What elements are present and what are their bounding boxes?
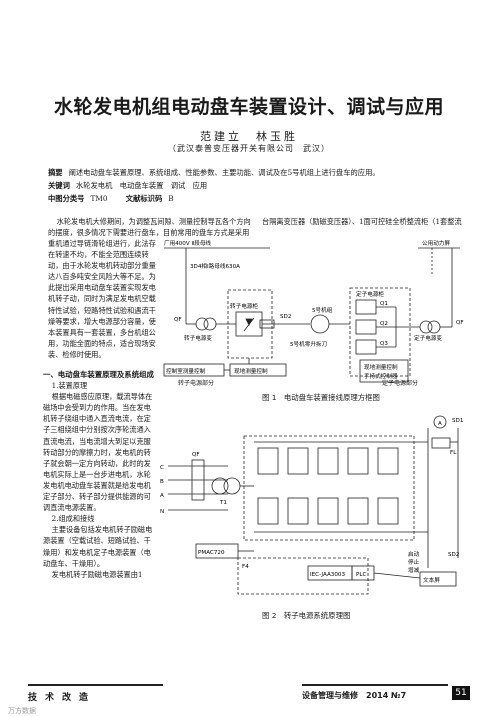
- fig2-label-hmi: 文本屏: [423, 576, 440, 584]
- fig2-label-f4: F4: [242, 564, 249, 570]
- rotor-cabinet-dashed: [227, 289, 273, 359]
- subsection-1-2-title: 2.组成和接线: [51, 514, 95, 524]
- fig1-label-cable: 3D4相Ⅰ路母线630A: [190, 262, 240, 270]
- stator-transformer-coil-a: [419, 320, 433, 334]
- keywords-text: 水轮发电机 电动盘车装置 调试 应用: [75, 181, 208, 190]
- keywords: 关键词水轮发电机 电动盘车装置 调试 应用: [48, 180, 468, 191]
- fig2-label-sd1: SD1: [452, 418, 464, 424]
- sd2-switch: [259, 319, 275, 329]
- fig1-label-sd2: SD2: [280, 314, 291, 320]
- fl-shunt: [431, 437, 451, 449]
- classification: 中图分类号 TM0 文献标识码 B: [48, 193, 468, 204]
- qf-breaker: [191, 459, 205, 501]
- fig1-label-generator: 5号机组: [312, 306, 333, 314]
- fig2-label-c: C: [160, 465, 164, 471]
- class-value: TM0: [90, 194, 108, 203]
- intro-paragraph-top: 水轮发电机大修期间，为调整瓦间隙、测量控制导瓦各个方向的摆度，很多情况下需要进行…: [48, 216, 254, 238]
- generator-symbol: [310, 314, 330, 334]
- fig2-label-fl: FL: [450, 450, 457, 456]
- footer-section: 技术改造: [28, 693, 97, 703]
- fig1-part-stator: 定子电源部分: [382, 380, 419, 387]
- watermark: 万方数据: [8, 707, 36, 715]
- rectifier-cabinet: [243, 435, 415, 541]
- fig1-label-rotor-cabinet: 转子电源柜: [230, 302, 258, 310]
- fig2-label-qf: QF: [192, 452, 200, 458]
- article-affiliation: （武汉泰普变压器开关有限公司 武汉）: [168, 144, 330, 153]
- ammeter-symbol: [433, 415, 447, 429]
- abstract-text: 阐述电动盘车装置原理、系统组成、性能参数、主要功能、调试及在5号机组上进行盘车的…: [68, 168, 380, 177]
- doc-label: 文献标识码: [125, 194, 163, 203]
- subsection-1-2-text2: 发电机转子励磁电源装置由1: [51, 569, 143, 579]
- fig2-label-plc: PLC: [356, 572, 366, 578]
- t1-coil-b: [223, 477, 241, 495]
- intro-paragraph-column: 重机通过导链滑轮组进行，此法存在转速不均，不能全范围连续转动，由于水轮发电机转动…: [48, 238, 156, 364]
- fig1-label-q1: Q1: [380, 301, 388, 307]
- q2-box: [355, 319, 377, 335]
- fig1-label-excitation-xfmr: 转子电源变: [184, 334, 212, 342]
- fig1-label-ctrl-left: 控制室测量控制: [166, 367, 206, 375]
- fig1-label-q3: Q3: [380, 341, 388, 347]
- fig2-label-t1: T1: [219, 500, 227, 506]
- class-label: 中图分类号: [48, 194, 85, 203]
- rotor-transformer-coil-b: [203, 317, 217, 331]
- q3-box: [355, 339, 377, 355]
- article-authors: 范建立 林玉胜: [200, 130, 298, 143]
- footer-rule-right: [302, 684, 448, 686]
- fig2-label-plc-model: IEC-JAA3003: [310, 572, 345, 578]
- fig1-label-q2: Q2: [380, 321, 388, 327]
- figure-2-diagram: A FL SD1 SD2 C B A N QF T1 PMAC720 F4 IE…: [160, 415, 464, 595]
- figure-2-caption: 图 2 转子电源系统原理图: [262, 611, 351, 620]
- figure-1-diagram: 厂用400V Ⅱ段母线 公用动力屏 3D4相Ⅰ路母线630A QF QF 转子电…: [163, 239, 464, 383]
- thyristor-bridge-top: [257, 447, 399, 475]
- fig2-label-pmac: PMAC720: [198, 550, 225, 556]
- fig1-label-ctrl-right-1: 现地测量控制: [364, 363, 398, 371]
- rotor-transformer-coil-a: [195, 317, 209, 331]
- abstract: 摘要阐述电动盘车装置原理、系统组成、性能参数、主要功能、调试及在5号机组上进行盘…: [48, 167, 468, 178]
- thyristor-bridge-bottom: [257, 497, 399, 525]
- section-1: 一、电动盘车装置原理及系统组成 1.装置原理 根据电磁感应原理，载流导体在磁场中…: [43, 369, 155, 580]
- fig2-label-sd2: SD2: [448, 552, 459, 558]
- fig1-label-qf-right: QF: [456, 320, 464, 326]
- fig2-label-reset: 增减: [408, 566, 420, 574]
- page-number: 51: [452, 686, 470, 700]
- control-dashed-box: [237, 557, 369, 595]
- fig1-label-ctrl-mid: 现地测量控制: [234, 367, 268, 375]
- fig1-label-stator-xfmr: 定子电源变: [414, 334, 442, 342]
- subsection-1-2-text: 主要设备包括发电机转子励磁电源装置（空载试验、短路试验、干燥用）和发电机定子电源…: [43, 525, 153, 568]
- fig1-part-rotor: 转子电源部分: [178, 380, 215, 387]
- footer-rule-left: [28, 684, 163, 686]
- stator-transformer-coil-b: [427, 320, 441, 334]
- abstract-label: 摘要: [48, 168, 63, 177]
- stator-local-control-box: [359, 359, 409, 383]
- hmi-box: [419, 571, 457, 587]
- subsection-1-1-title: 1.装置原理: [51, 381, 88, 391]
- stator-cabinet-dashed: [349, 287, 411, 377]
- t1-coil-a: [211, 477, 229, 495]
- right-top-line: 台隔离变压器（励磁变压器）、1面可控硅全桥整流柜（1套整流: [262, 217, 462, 226]
- fig1-label-qf-left: QF: [174, 317, 182, 323]
- fig2-label-stop: 停止: [408, 558, 420, 566]
- q1-box: [355, 299, 377, 315]
- keywords-label: 关键词: [48, 181, 70, 190]
- fig2-label-start: 启动: [408, 550, 420, 558]
- footer-journal: 设备管理与维修 2014 №7: [302, 691, 407, 700]
- fig1-label-source-right: 公用动力屏: [422, 239, 450, 247]
- right-top-text: 台隔离变压器（励磁变压器）、1面可控硅全桥整流柜（1套整流: [262, 216, 472, 227]
- article-title: 水轮发电机组电动盘车装置设计、调试与应用: [53, 96, 444, 118]
- fig1-label-source-left: 厂用400V Ⅱ段母线: [164, 239, 211, 247]
- fig1-label-stator-cabinet: 定子电源柜: [356, 290, 384, 298]
- intro-text: 水轮发电机大修期间，为调整瓦间隙、测量控制导瓦各个方向的摆度，很多情况下需要进行…: [48, 217, 251, 238]
- subsection-1-1-text: 根据电磁感应原理，载流导体在磁场中会受到力的作用。当在发电机转子绕组中通入直流电…: [43, 392, 153, 513]
- intro-text-continued: 重机通过导链滑轮组进行，此法存在转速不均，不能全范围连续转动，由于水轮发电机转动…: [48, 239, 156, 359]
- fig2-label-b: B: [160, 479, 164, 485]
- section-1-heading: 一、电动盘车装置原理及系统组成: [43, 370, 154, 379]
- fig2-label-a2: A: [160, 493, 164, 499]
- fig2-label-a: A: [438, 421, 442, 427]
- figure-1-caption: 图 1 电动盘车装置接线原理方框图: [262, 393, 380, 402]
- doc-value: B: [168, 194, 174, 203]
- fig2-label-n: N: [160, 509, 164, 515]
- fig1-label-ctrl-right-2: 手持式控制器: [364, 372, 398, 380]
- fig1-label-gen-link: 5号机零升拆刀: [290, 340, 328, 348]
